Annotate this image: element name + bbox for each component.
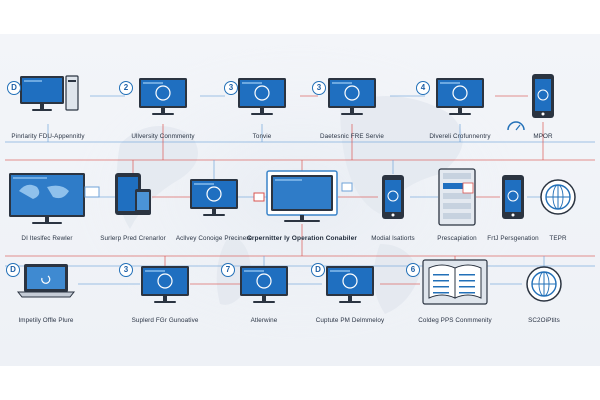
desktop-monitor-icon	[20, 75, 79, 111]
node-label: Daetesnic FRE Servie	[320, 133, 384, 140]
node-label: DI Iteslfec Rewler	[21, 235, 73, 242]
wide-monitor-icon	[9, 173, 100, 224]
monitor-icon	[141, 266, 189, 303]
monitor-icon	[238, 78, 286, 115]
phone-icon	[532, 74, 554, 118]
node-label: Tonvie	[252, 133, 272, 140]
node-label: Atlerwine	[250, 317, 278, 324]
connection-lines	[5, 95, 595, 285]
node-label: FrtJ Persgenation	[487, 235, 539, 242]
node-label: Suplerd FGr Gunoative	[131, 317, 199, 324]
step-number-badge: 2	[119, 81, 133, 95]
monitor-icon	[436, 78, 484, 115]
step-number-badge: 6	[406, 263, 420, 277]
node-label: Coldeg PPS Conmmenity	[418, 317, 492, 324]
step-number-badge: D	[311, 263, 325, 277]
phone-icon	[502, 175, 524, 219]
globe-icon	[526, 266, 562, 302]
step-number-badge: 3	[224, 81, 238, 95]
laptop-icon	[16, 264, 76, 298]
node-label: Surlerp Pred Crenarlor	[100, 235, 166, 242]
book-icon	[422, 259, 488, 305]
step-number-badge: D	[7, 81, 21, 95]
tablet-icon	[115, 173, 151, 215]
node-label: Acllvey Conoige Precinere	[175, 235, 253, 242]
monitor-icon	[139, 78, 187, 115]
node-label: SC2OiPtits	[528, 317, 560, 324]
step-number-badge: 3	[312, 81, 326, 95]
monitor-icon	[326, 266, 374, 303]
central-monitor-icon	[253, 170, 353, 222]
node-label: MPOR	[533, 133, 553, 140]
node-label: Impetily Offle Plure	[18, 317, 74, 324]
monitor-icon	[190, 179, 238, 216]
node-label: Pinrlarity FDU-Appennitly	[11, 133, 85, 140]
node-label: Cuptute PM Delmmeloy	[315, 317, 385, 324]
step-number-badge: 4	[416, 81, 430, 95]
monitor-icon	[240, 266, 288, 303]
node-label: Ullversity Conmmenty	[131, 133, 195, 140]
node-label: Crpernitter ly Operation Conabiler	[246, 235, 358, 242]
gauge-icon	[507, 121, 525, 131]
node-label: Prescapiation	[437, 235, 477, 242]
node-label: Modial lsatiorts	[371, 235, 415, 242]
step-number-badge: D	[6, 263, 20, 277]
step-number-badge: 7	[221, 263, 235, 277]
phone-icon	[382, 175, 404, 219]
server-icon	[438, 168, 476, 226]
globe-icon	[540, 179, 576, 215]
node-label: Dlvereli Crofunnentry	[429, 133, 491, 140]
diagram-svg	[5, 44, 595, 344]
monitor-icon	[328, 78, 376, 115]
node-label: TEPR	[549, 235, 567, 242]
step-number-badge: 3	[119, 263, 133, 277]
